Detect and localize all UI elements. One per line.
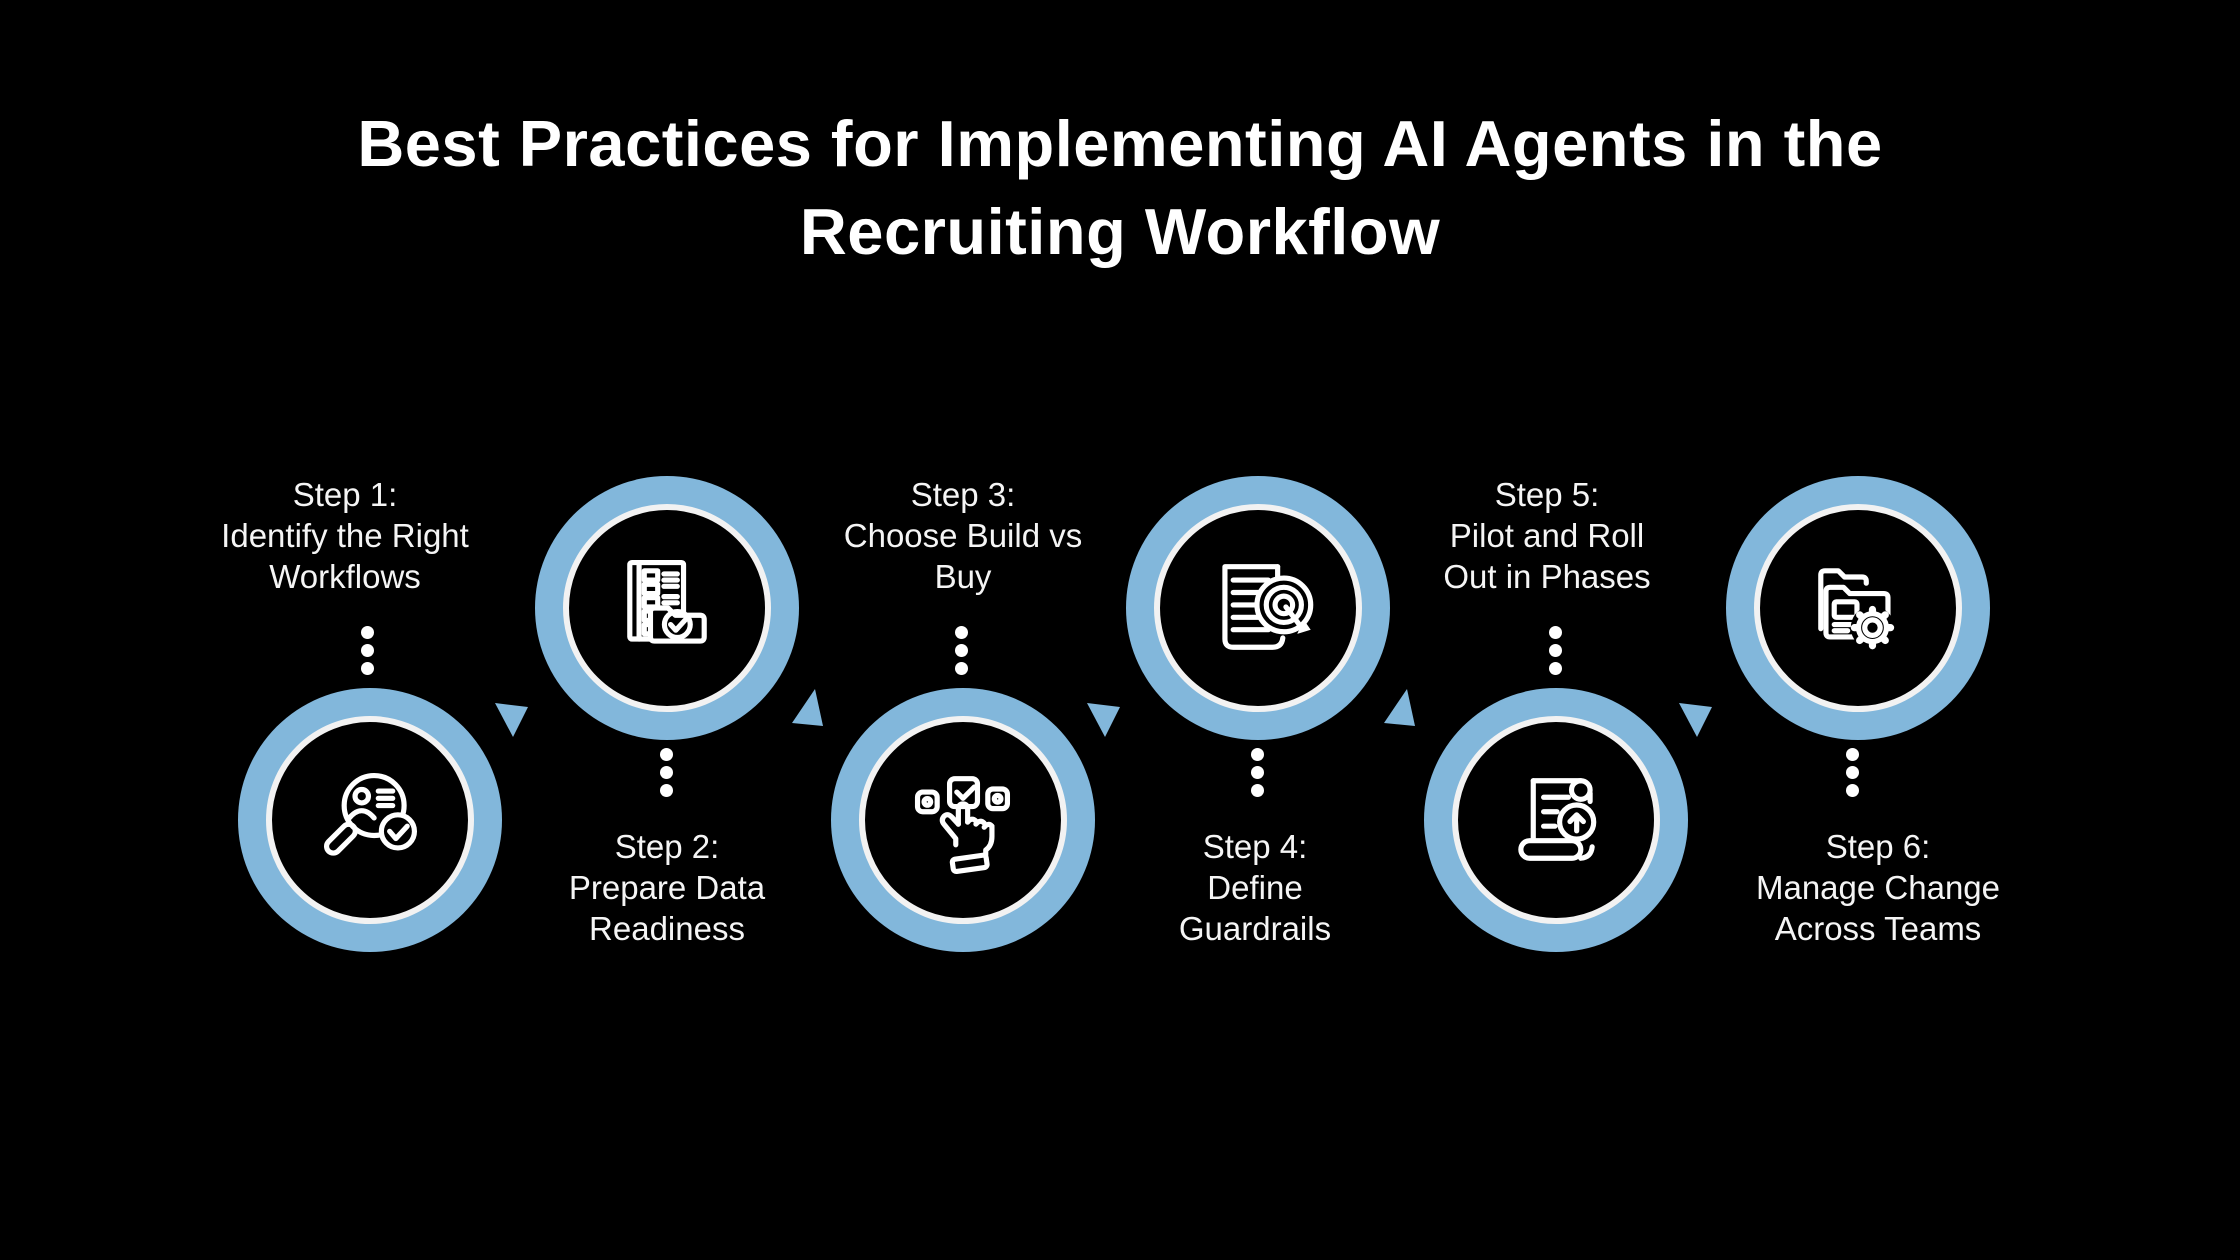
- flow-arrow-4: [1384, 689, 1415, 726]
- step-4-circle: [1126, 476, 1390, 740]
- step-5-circle: [1424, 688, 1688, 952]
- step-4-label-line3: Guardrails: [1178, 910, 1332, 947]
- flow-arrow-5: [1679, 703, 1712, 737]
- step-4-label-line1: Step 4:: [1202, 828, 1308, 865]
- step-6-label-line3: Across Teams: [1774, 910, 1982, 947]
- step-6-label-line1: Step 6:: [1825, 828, 1931, 865]
- folders-with-gear-icon: [1818, 568, 1895, 650]
- flow-arrow-1: [495, 703, 528, 737]
- page-title-line2: Recruiting Workflow: [799, 195, 1441, 268]
- step-3-label-line1: Step 3:: [910, 476, 1016, 513]
- document-with-target-dart-icon: [1222, 564, 1314, 650]
- page-title-line1: Best Practices for Implementing AI Agent…: [357, 107, 1883, 180]
- step-3-label-line2: Choose Build vs: [843, 517, 1083, 554]
- flow-arrow-2: [792, 689, 823, 726]
- checklist-ledger-folder-check-icon: [627, 559, 707, 644]
- step-6-label-line2: Manage Change: [1755, 869, 2001, 906]
- step-2-label: Step 2: Prepare Data Readiness: [467, 826, 867, 949]
- hand-selecting-checkbox-icon: [914, 776, 1011, 875]
- step-5-label-line1: Step 5:: [1494, 476, 1600, 513]
- step-2-label-line2: Prepare Data: [568, 869, 766, 906]
- step-3-label: Step 3: Choose Build vs Buy: [763, 474, 1163, 597]
- step-4-connector-dots: [1251, 748, 1264, 797]
- step-6-connector-dots: [1846, 748, 1859, 797]
- step-1-label-line2: Identify the Right: [221, 517, 469, 554]
- step-5-label-line2: Pilot and Roll: [1449, 517, 1645, 554]
- step-1-label-line1: Step 1:: [292, 476, 398, 513]
- step-2-circle: [535, 476, 799, 740]
- flow-arrow-3: [1087, 703, 1120, 737]
- step-1-label: Step 1: Identify the Right Workflows: [145, 474, 545, 597]
- step-6-circle: [1726, 476, 1990, 740]
- step-4-label-line2: Define: [1207, 869, 1303, 906]
- candidate-search-magnifier-icon: [323, 772, 418, 856]
- step-2-label-line3: Readiness: [589, 910, 745, 947]
- step-3-label-line3: Buy: [934, 558, 992, 595]
- step-1-label-line3: Workflows: [269, 558, 421, 595]
- step-2-connector-dots: [660, 748, 673, 797]
- step-3-circle: [831, 688, 1095, 952]
- step-4-label: Step 4: Define Guardrails: [1055, 826, 1455, 949]
- step-6-label: Step 6: Manage Change Across Teams: [1678, 826, 2078, 949]
- step-2-label-line1: Step 2:: [614, 828, 720, 865]
- step-5-label: Step 5: Pilot and Roll Out in Phases: [1347, 474, 1747, 597]
- step-5-connector-dots: [1549, 626, 1562, 675]
- scroll-with-up-arrow-icon: [1518, 778, 1597, 861]
- step-3-connector-dots: [955, 626, 968, 675]
- step-1-connector-dots: [361, 626, 374, 675]
- step-5-label-line3: Out in Phases: [1443, 558, 1651, 595]
- step-1-circle: [238, 688, 502, 952]
- page-title: Best Practices for Implementing AI Agent…: [0, 100, 2240, 276]
